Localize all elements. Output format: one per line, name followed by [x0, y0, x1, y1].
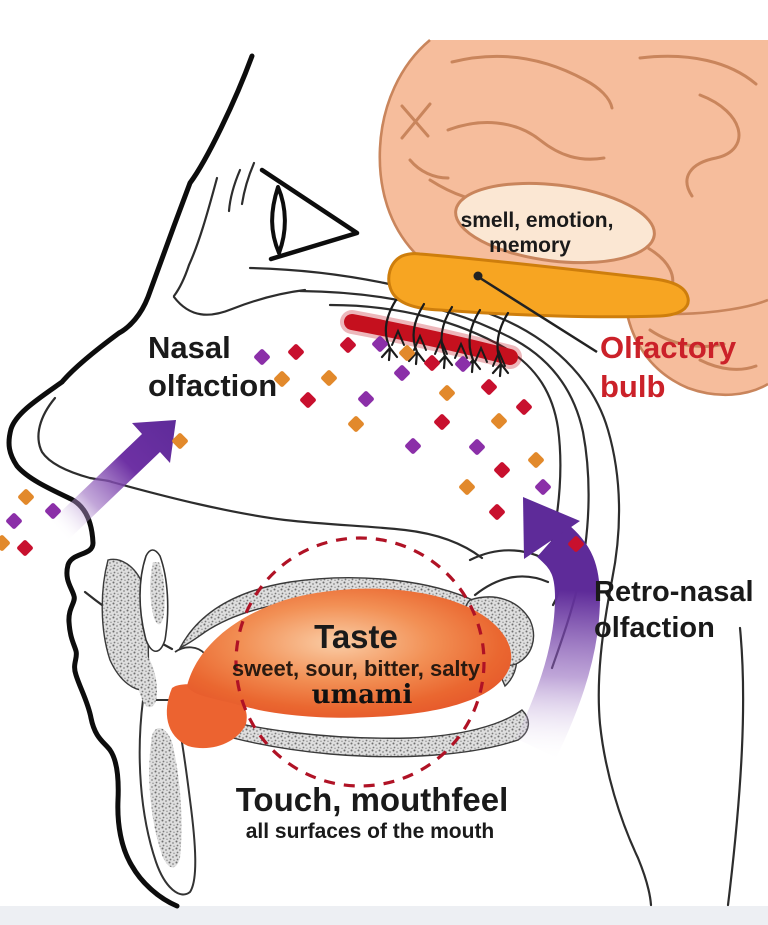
touch-subtitle: all surfaces of the mouth [246, 820, 495, 843]
odor-molecule-red [424, 355, 440, 371]
odor-molecule-orange [172, 433, 188, 449]
retronasal-airflow-arrow [515, 523, 601, 758]
odor-molecule-orange [528, 452, 544, 468]
head-outline [6, 53, 360, 909]
odor-molecule-red [516, 399, 532, 415]
taste-title: Taste [314, 618, 398, 655]
umami-label: umami [312, 680, 413, 710]
nasal-olfaction-label-line2: olfaction [148, 368, 277, 403]
brow-line-2 [240, 161, 256, 206]
odor-molecules [0, 336, 584, 556]
odor-molecule-purple [469, 439, 485, 455]
bottom-strip [0, 906, 768, 925]
brain-label-line2: memory [489, 234, 571, 257]
taste-dashed-circle [234, 536, 486, 788]
odor-molecule-red [568, 536, 584, 552]
odor-molecule-purple [455, 356, 471, 372]
lower-lip-tissue [138, 656, 157, 708]
odor-molecule-red [288, 344, 304, 360]
odor-molecule-red [489, 504, 505, 520]
face-profile-line [6, 53, 255, 909]
brain: smell, emotion, memory [378, 39, 768, 397]
retronasal-label-line2: olfaction [594, 612, 715, 644]
nasal-airflow-arrow [49, 420, 176, 541]
olfactory-bulb-group [387, 252, 690, 354]
retronasal-arrowhead [523, 497, 580, 559]
odor-molecule-purple [358, 391, 374, 407]
epithelium-streak [344, 314, 518, 365]
eye-lens [270, 185, 287, 255]
odor-molecule-purple [535, 479, 551, 495]
tongue [166, 588, 512, 749]
odor-molecule-purple [6, 513, 22, 529]
odor-molecule-red [340, 337, 356, 353]
olfactory-nerves [380, 298, 510, 378]
odor-molecule-purple [394, 365, 410, 381]
odor-molecule-purple [372, 336, 388, 352]
odor-molecule-orange [348, 416, 364, 432]
limbic-oval [454, 181, 656, 265]
pharynx-line-2 [473, 575, 550, 597]
odor-molecule-orange [491, 413, 507, 429]
odor-molecule-red [434, 414, 450, 430]
touch-title: Touch, mouthfeel [236, 781, 509, 818]
nasal-floor-line [110, 480, 484, 560]
jaw-marrow [149, 728, 182, 868]
odor-molecule-orange [439, 385, 455, 401]
nasal-vault-line [172, 288, 307, 316]
nose-bridge-inner-line [172, 176, 219, 298]
brain-label-line1: smell, emotion, [461, 209, 614, 232]
brain-body [379, 40, 768, 315]
taste-subtitle: sweet, sour, bitter, salty [232, 656, 481, 681]
nasal-olfaction-label-line1: Nasal [148, 330, 231, 365]
odor-molecule-red [481, 379, 497, 395]
odor-molecule-purple [45, 503, 61, 519]
receptor-chevrons [391, 328, 506, 367]
tongue-body [187, 588, 512, 718]
odor-molecule-orange [18, 489, 34, 505]
odor-molecule-orange [399, 345, 415, 361]
odor-molecule-orange [274, 371, 290, 387]
airflow-arrows [49, 420, 601, 758]
odor-molecule-orange [0, 535, 10, 551]
olfactory-bulb-label-line2: bulb [600, 369, 665, 404]
olfactory-bulb-label-line1: Olfactory [600, 330, 737, 365]
brain-lobe-outline [623, 301, 768, 397]
tooth-pulp [150, 562, 165, 625]
odor-molecule-red [17, 540, 33, 556]
odor-molecule-purple [254, 349, 270, 365]
skull-base-inner-line [328, 303, 562, 552]
odor-molecule-purple [405, 438, 421, 454]
brow-line-1 [227, 168, 242, 213]
odor-molecule-red [494, 462, 510, 478]
bulb-pointer-line [479, 276, 598, 354]
odor-molecule-orange [459, 479, 475, 495]
labels: Nasal olfaction Olfactory bulb Retro-nas… [148, 330, 754, 843]
odor-molecule-red [300, 392, 316, 408]
eye-triangle [259, 167, 360, 262]
olfactory-epithelium-group [340, 298, 522, 378]
brain-sulci [400, 54, 758, 371]
neck-back-line [726, 626, 745, 907]
olfactory-bulb-shape [387, 252, 690, 319]
retronasal-label-line1: Retro-nasal [594, 576, 754, 608]
odor-molecule-orange [321, 370, 337, 386]
